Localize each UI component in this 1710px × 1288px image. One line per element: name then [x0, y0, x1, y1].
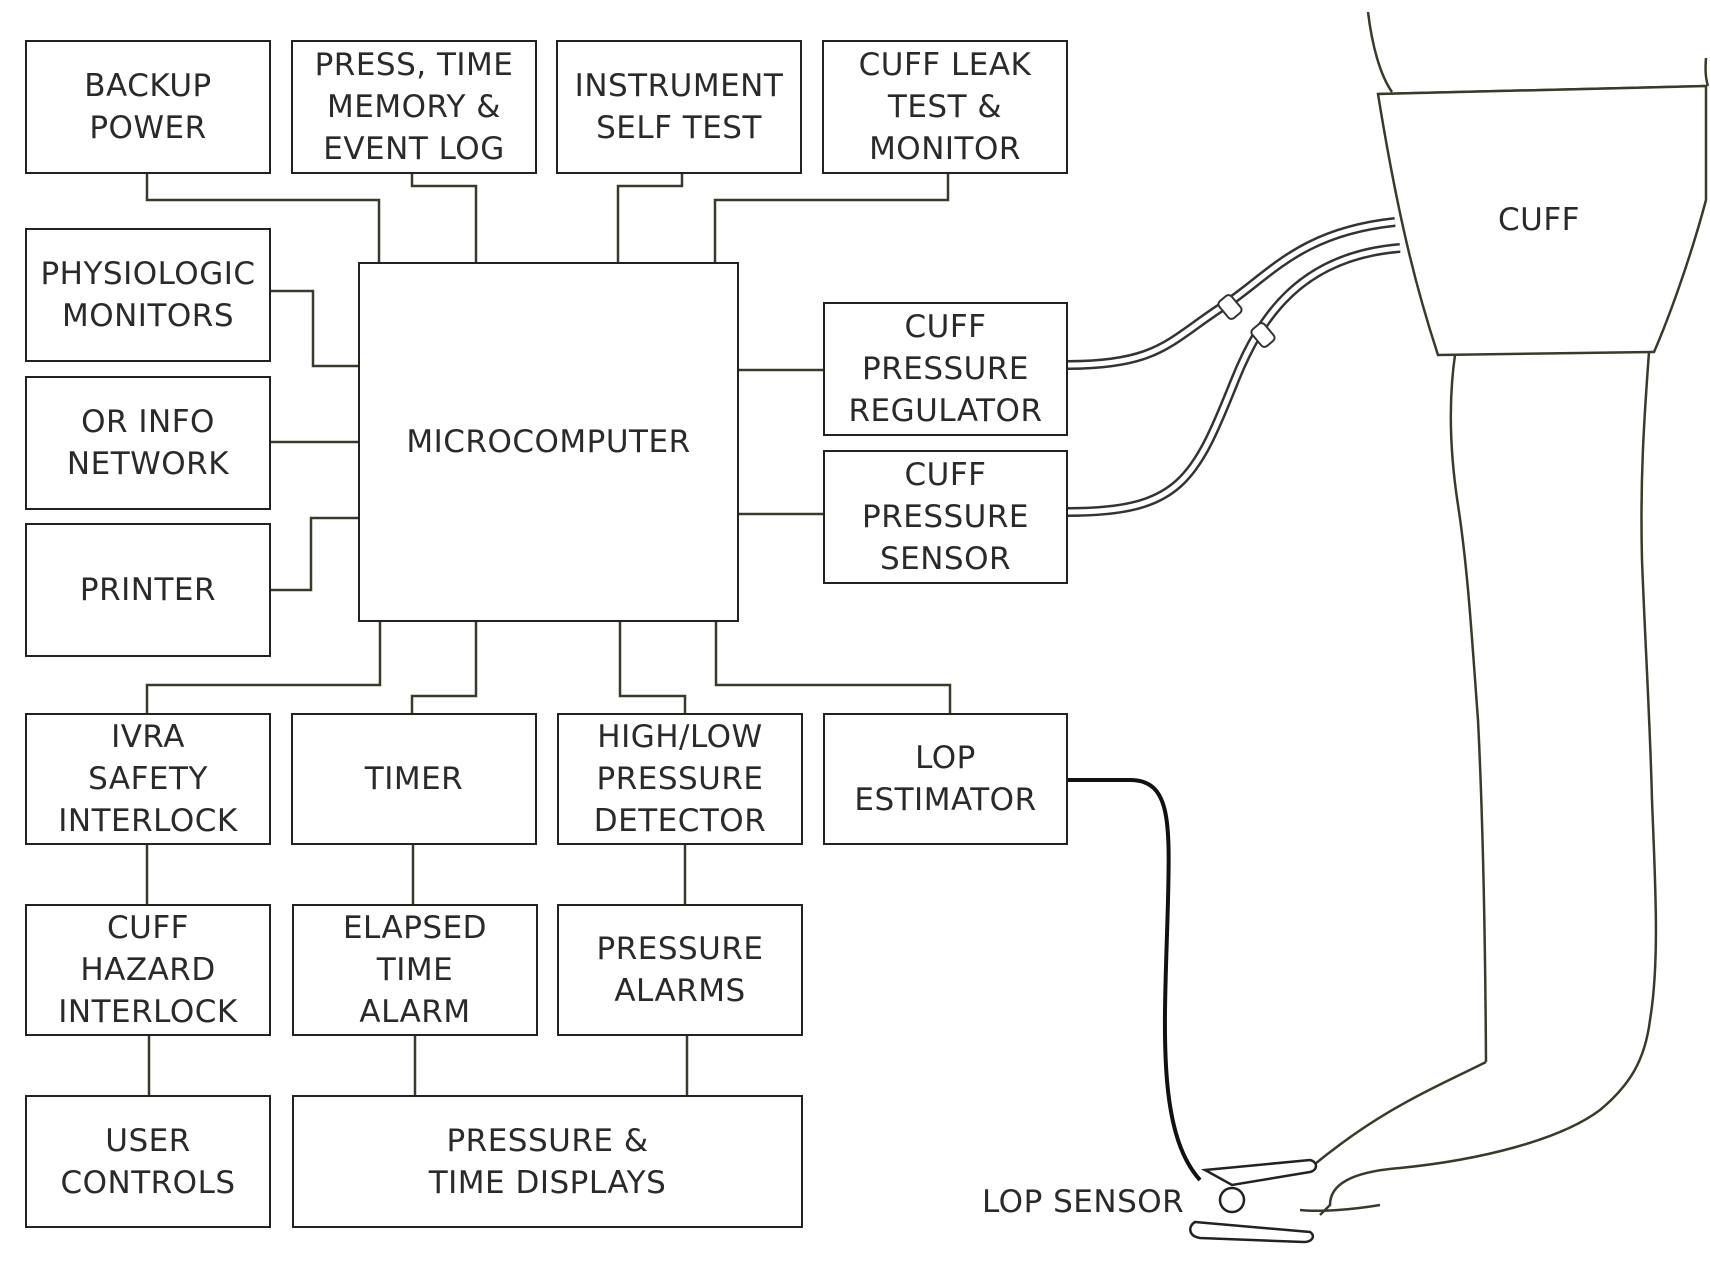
box-text: PRESS, TIME — [314, 47, 514, 83]
lop-sensor-label: LOP SENSOR — [982, 1184, 1185, 1220]
wire-ivra — [145, 622, 382, 713]
box-text: PRESSURE — [862, 499, 1029, 535]
pressure-time-displays-box: PRESSURE & TIME DISPLAYS — [292, 1095, 803, 1228]
cuff-label: CUFF — [1498, 202, 1580, 238]
box-text: ALARM — [359, 994, 471, 1030]
pressure-alarms-box: PRESSURE ALARMS — [557, 904, 803, 1036]
box-text: CONTROLS — [60, 1164, 236, 1201]
box-text: SELF TEST — [596, 110, 762, 146]
box-text: MEMORY & — [326, 89, 501, 125]
box-text: CUFF LEAK — [858, 47, 1032, 83]
box-text: OR INFO — [81, 404, 215, 440]
pneumatic-tubes — [1067, 217, 1401, 517]
box-text: HAZARD — [80, 952, 216, 988]
box-text: SENSOR — [879, 541, 1012, 577]
box-text: INTERLOCK — [58, 994, 238, 1030]
box-text: IVRA — [111, 719, 185, 755]
box-text: INSTRUMENT — [574, 68, 784, 104]
box-text: ESTIMATOR — [854, 782, 1037, 818]
box-text: PRESSURE — [862, 351, 1029, 387]
box-text: PRESSURE — [596, 931, 764, 967]
box-text: CUFF — [107, 910, 189, 946]
wire-lop-estimator — [714, 622, 952, 713]
box-text: EVENT LOG — [323, 131, 505, 167]
box-text: HIGH/LOW — [597, 719, 763, 755]
box-text: BACKUP — [84, 68, 212, 104]
box-text: NETWORK — [66, 446, 230, 482]
box-text: PRESSURE — [596, 761, 764, 797]
box-text: MONITOR — [869, 131, 1021, 167]
box-text: TIME — [376, 952, 454, 988]
box-text: LOP — [915, 740, 976, 776]
or-network-box: OR INFO NETWORK — [25, 376, 271, 510]
printer-box: PRINTER — [25, 523, 271, 657]
wire-leak-test — [713, 174, 950, 262]
box-text: PRESSURE & — [446, 1122, 649, 1159]
box-text: PHYSIOLOGIC — [40, 256, 256, 292]
box-text: CUFF — [904, 457, 987, 493]
ivra-interlock-box: IVRA SAFETY INTERLOCK — [25, 713, 271, 845]
lop-estimator-box: LOP ESTIMATOR — [823, 713, 1068, 845]
box-text: USER — [105, 1122, 191, 1159]
cuff-shape — [1376, 84, 1708, 357]
box-text: CUFF — [904, 309, 987, 345]
wire-backup-power — [145, 174, 381, 262]
cuff-hazard-interlock-box: CUFF HAZARD INTERLOCK — [25, 904, 271, 1036]
tube-connectors — [1217, 294, 1276, 348]
box-text: INTERLOCK — [58, 803, 238, 839]
wire-printer — [271, 516, 358, 592]
box-text: SAFETY — [88, 761, 208, 797]
cuff-pressure-regulator-box: CUFF PRESSURE REGULATOR — [823, 302, 1068, 436]
box-text: REGULATOR — [848, 393, 1043, 429]
leg-outline — [1299, 11, 1710, 1216]
tube-regulator — [1067, 217, 1396, 370]
box-text: PRINTER — [79, 572, 217, 608]
cuff-pressure-sensor-box: CUFF PRESSURE SENSOR — [823, 450, 1068, 584]
box-text: TIMER — [364, 761, 464, 797]
wire-memory-log — [410, 174, 478, 262]
backup-power-box: BACKUP POWER — [25, 40, 271, 174]
box-text: ELAPSED — [342, 910, 488, 946]
wire-timer — [410, 622, 478, 713]
self-test-box: INSTRUMENT SELF TEST — [556, 40, 802, 174]
timer-box: TIMER — [291, 713, 537, 845]
hilo-detector-box: HIGH/LOW PRESSURE DETECTOR — [557, 713, 803, 845]
box-text: MONITORS — [61, 298, 235, 334]
wire-hilo — [618, 622, 687, 713]
lop-cable — [1068, 778, 1202, 1182]
user-controls-box: USER CONTROLS — [25, 1095, 271, 1228]
leak-test-box: CUFF LEAK TEST & MONITOR — [822, 40, 1068, 174]
box-text: MICROCOMPUTER — [406, 424, 691, 460]
microcomputer-box: MICROCOMPUTER — [358, 262, 739, 622]
wire-self-test — [616, 174, 684, 262]
physiologic-monitors-box: PHYSIOLOGIC MONITORS — [25, 228, 271, 362]
box-text: TIME DISPLAYS — [428, 1164, 667, 1201]
memory-log-box: PRESS, TIME MEMORY & EVENT LOG — [291, 40, 537, 174]
box-text: TEST & — [887, 89, 1003, 125]
lop-sensor-clip — [1189, 1158, 1318, 1244]
elapsed-time-alarm-box: ELAPSED TIME ALARM — [292, 904, 538, 1036]
box-text: POWER — [89, 110, 207, 146]
wire-physiologic — [271, 289, 358, 368]
box-text: DETECTOR — [593, 803, 767, 839]
box-text: ALARMS — [614, 973, 746, 1009]
